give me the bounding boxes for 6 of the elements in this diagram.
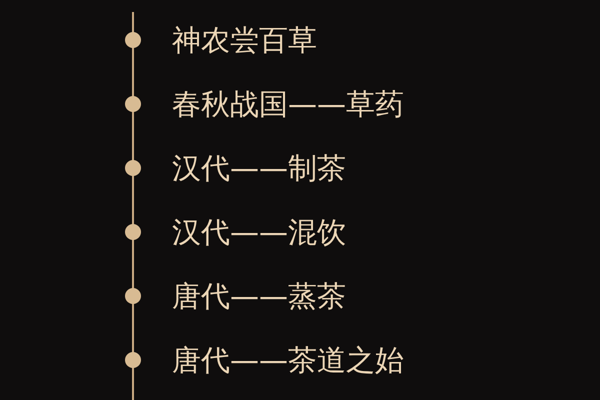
timeline-entry: 神农尝百草 — [172, 22, 317, 58]
timeline-entry: 汉代——制茶 — [172, 150, 346, 186]
timeline-entry: 春秋战国——草药 — [172, 86, 404, 122]
timeline-entry: 唐代——茶道之始 — [172, 342, 404, 378]
timeline-entry: 汉代——混饮 — [172, 214, 346, 250]
timeline-entry: 唐代——蒸茶 — [172, 278, 346, 314]
